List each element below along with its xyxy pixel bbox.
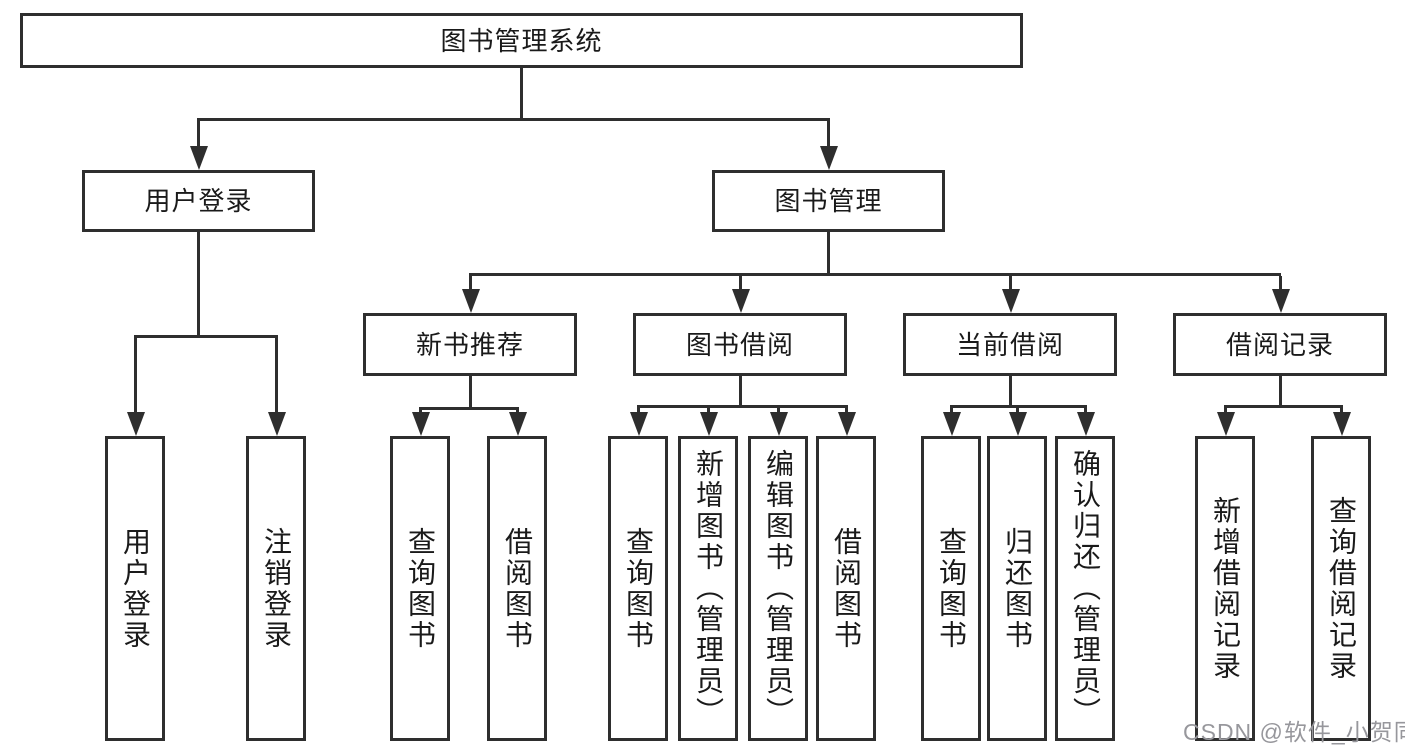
connector-line (1009, 376, 1012, 407)
connector-line (197, 118, 830, 121)
leaf-user-login: 用户登录 (105, 436, 165, 741)
node-book-borrow: 图书借阅 (633, 313, 847, 376)
node-new-book-recommend: 新书推荐 (363, 313, 577, 376)
connector-arrow-down-icon (1076, 408, 1095, 436)
leaf-borrow-book: 借阅图书 (487, 436, 547, 741)
leaf-query-book: 查询图书 (390, 436, 450, 741)
connector-arrow-down-icon (411, 410, 430, 436)
connector-arrow-down-icon (1271, 276, 1290, 313)
connector-line (1224, 405, 1343, 408)
leaf-logout: 注销登录 (246, 436, 306, 741)
leaf-query-book: 查询图书 (921, 436, 981, 741)
connector-arrow-down-icon (461, 276, 480, 313)
leaf-confirm-return-admin: 确认归还（管理员） (1055, 436, 1115, 741)
connector-arrow-down-icon (942, 408, 961, 436)
leaf-query-book: 查询图书 (608, 436, 668, 741)
connector-arrow-down-icon (769, 408, 788, 436)
csdn-watermark: CSDN @软件_小贺同学 (1183, 719, 1405, 745)
connector-line (739, 376, 742, 407)
connector-arrow-down-icon (699, 408, 718, 436)
connector-arrow-down-icon (1332, 408, 1351, 436)
leaf-edit-book-admin: 编辑图书（管理员） (748, 436, 808, 741)
node-book-management: 图书管理 (712, 170, 945, 232)
connector-line (469, 273, 1281, 276)
connector-line (134, 335, 278, 338)
leaf-add-borrow-record: 新增借阅记录 (1195, 436, 1255, 741)
leaf-query-borrow-record: 查询借阅记录 (1311, 436, 1371, 741)
node-borrow-records: 借阅记录 (1173, 313, 1387, 376)
connector-arrow-down-icon (731, 276, 750, 313)
connector-arrow-down-icon (1216, 408, 1235, 436)
node-current-borrow: 当前借阅 (903, 313, 1117, 376)
leaf-borrow-book: 借阅图书 (816, 436, 876, 741)
connector-line (520, 68, 523, 121)
connector-arrow-down-icon (629, 408, 648, 436)
connector-arrow-down-icon (837, 408, 856, 436)
connector-arrow-down-icon (1001, 276, 1020, 313)
connector-line (637, 405, 848, 408)
connector-line (419, 407, 519, 410)
connector-arrow-down-icon (267, 338, 286, 436)
connector-arrow-down-icon (1008, 408, 1027, 436)
connector-line (950, 405, 1087, 408)
node-library-system: 图书管理系统 (20, 13, 1023, 68)
connector-line (469, 376, 472, 410)
connector-arrow-down-icon (126, 338, 145, 436)
connector-arrow-down-icon (508, 410, 527, 436)
connector-arrow-down-icon (189, 121, 208, 170)
connector-arrow-down-icon (819, 121, 838, 170)
connector-line (827, 232, 830, 276)
connector-line (1279, 376, 1282, 407)
leaf-add-book-admin: 新增图书（管理员） (678, 436, 738, 741)
leaf-return-book: 归还图书 (987, 436, 1047, 741)
connector-line (197, 232, 200, 338)
node-user-login: 用户登录 (82, 170, 315, 232)
